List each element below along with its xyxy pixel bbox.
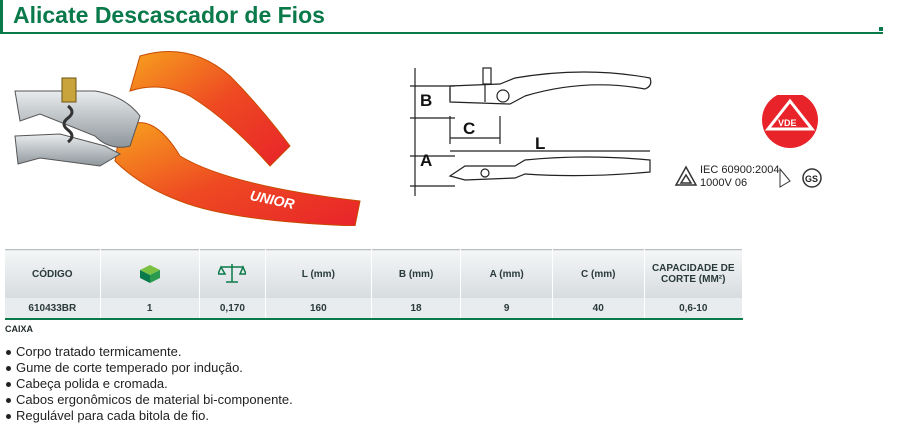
table-row: 610433BR 1 0,170 160 18 9 40 0,6-10 — [5, 298, 744, 320]
cell-codigo: 610433BR — [5, 298, 101, 320]
dim-label-c: C — [463, 119, 475, 138]
header-codigo: CÓDIGO — [5, 249, 101, 298]
dim-label-a: A — [420, 151, 432, 170]
list-item: Cabeça polida e cromada. — [3, 376, 293, 392]
header-a: A (mm) — [460, 249, 553, 298]
gs-mark-icon — [802, 168, 822, 188]
list-item: Regulável para cada bitola de fio. — [3, 408, 293, 424]
feature-list: Corpo tratado termicamente. Gume de cort… — [3, 344, 293, 424]
header-c: C (mm) — [552, 249, 645, 298]
title-bar-dot — [879, 27, 883, 31]
cell-c: 40 — [552, 298, 645, 320]
standard-text: IEC 60900:2004 — [700, 164, 780, 176]
header-b: B (mm) — [371, 249, 462, 298]
cell-l: 160 — [265, 298, 372, 320]
dim-label-b: B — [420, 91, 432, 110]
geprufte-icon — [779, 167, 791, 188]
cell-b: 18 — [371, 298, 462, 320]
page-title: Alicate Descascador de Fios — [13, 2, 325, 28]
certification-panel: VDE IEC 60900:2004 1000V 06 GS — [674, 95, 822, 189]
cell-weight: 0,170 — [199, 298, 266, 320]
header-weight — [199, 249, 266, 298]
scale-icon — [217, 263, 248, 283]
spec-table: CÓDIGO L (mm) B (mm) A (mm) C (mm) CAPAC… — [5, 249, 744, 320]
list-item: Corpo tratado termicamente. — [3, 344, 293, 360]
box-icon — [139, 264, 160, 283]
table-footer-label: CAIXA — [5, 324, 34, 334]
vde-badge-icon — [762, 95, 818, 148]
header-l: L (mm) — [265, 249, 372, 298]
header-box — [100, 249, 200, 298]
voltage-text: 1000V 06 — [700, 177, 747, 189]
title-bar: Alicate Descascador de Fios — [0, 0, 883, 34]
cell-box: 1 — [100, 298, 200, 320]
list-item: Cabos ergonômicos de material bi-compone… — [3, 392, 293, 408]
cell-a: 9 — [460, 298, 553, 320]
cell-capacidade: 0,6-10 — [644, 298, 744, 320]
dim-label-l: L — [535, 134, 545, 153]
list-item: Gume de corte temperado por indução. — [3, 360, 293, 376]
product-photo: UNIOR — [14, 51, 361, 226]
double-triangle-icon — [674, 165, 698, 186]
header-capacidade: CAPACIDADE DE CORTE (MM²) — [644, 249, 744, 298]
vde-badge-text: VDE — [778, 118, 797, 128]
gs-mark-text: GS — [805, 174, 818, 184]
technical-drawing: B C A L — [410, 67, 652, 196]
